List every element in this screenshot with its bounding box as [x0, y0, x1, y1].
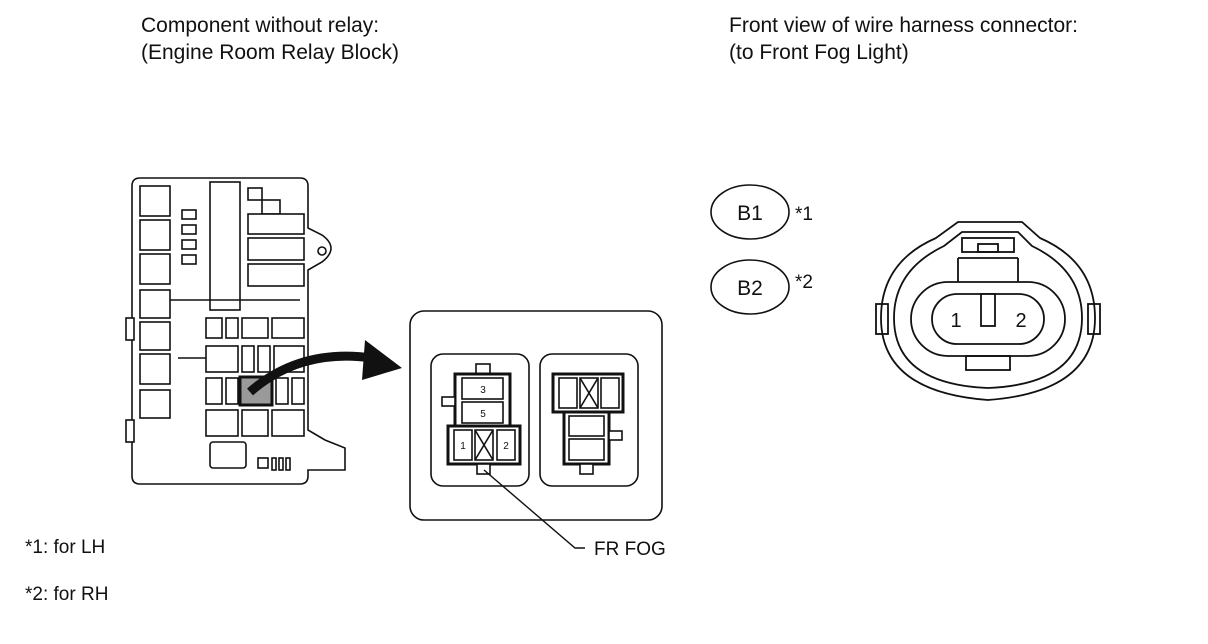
fr-fog-label: FR FOG — [594, 539, 666, 560]
note-rh: *2: for RH — [25, 584, 109, 605]
harness-connector — [875, 221, 1101, 401]
right-caption-line2: (to Front Fog Light) — [729, 41, 909, 64]
curved-arrow — [247, 340, 402, 396]
left-caption-line2: (Engine Room Relay Block) — [141, 41, 399, 64]
pin-3-label: 3 — [480, 385, 486, 396]
note-lh: *1: for LH — [25, 537, 106, 558]
harness-pin-1: 1 — [950, 310, 961, 332]
relay-socket-panel — [409, 310, 663, 521]
relay-block — [125, 177, 346, 485]
right-caption-line1: Front view of wire harness connector: — [729, 14, 1078, 37]
pin-1-label: 1 — [460, 441, 466, 452]
left-caption-line1: Component without relay: — [141, 14, 380, 37]
pin-5-label: 5 — [480, 409, 486, 420]
left-caption: Component without relay: (Engine Room Re… — [141, 12, 399, 66]
harness-pin-2: 2 — [1015, 310, 1026, 332]
unused-socket — [551, 372, 625, 475]
right-caption: Front view of wire harness connector: (t… — [729, 12, 1078, 66]
fr-fog-leader-line — [483, 469, 585, 549]
connector-id-b2-note: *2 — [795, 272, 813, 293]
connector-id-b2-text: B2 — [737, 277, 763, 300]
connector-id-b2: B2 *2 — [710, 259, 813, 315]
connector-id-b1-note: *1 — [795, 204, 813, 225]
connector-id-b1: B1 *1 — [710, 184, 813, 240]
connector-id-b1-text: B1 — [737, 202, 763, 225]
pin-2-label: 2 — [503, 441, 509, 452]
fr-fog-socket — [441, 363, 522, 475]
